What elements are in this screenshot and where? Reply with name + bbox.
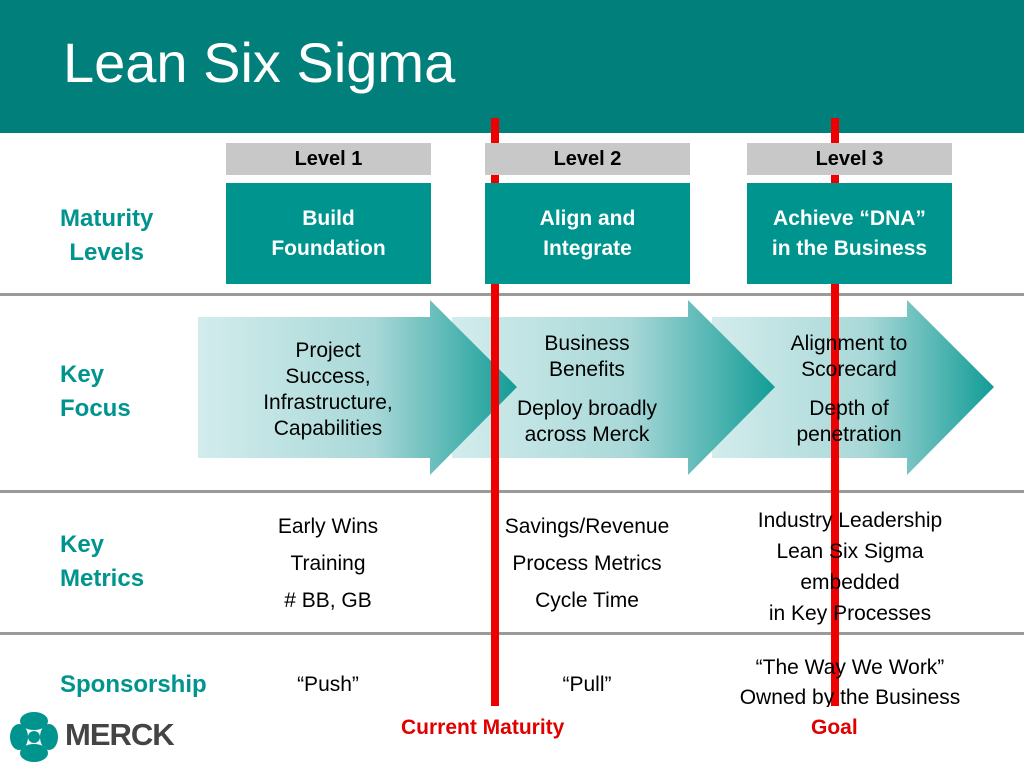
level-1-tab: Level 1 xyxy=(226,143,431,175)
row-label-focus: Key Focus xyxy=(60,361,131,422)
metrics-col-3: Industry Leadership Lean Six Sigma embed… xyxy=(757,509,943,625)
level-1-name: Build Foundation xyxy=(271,206,386,260)
current-maturity-line xyxy=(491,118,499,706)
level-3-box: Achieve “DNA” in the Business xyxy=(747,183,952,284)
row-label-maturity: Maturity Levels xyxy=(60,205,154,266)
level-2-name: Align and Integrate xyxy=(539,206,636,260)
metric-item: Process Metrics xyxy=(512,552,662,575)
metric-item: Cycle Time xyxy=(535,589,639,612)
level-2-box: Align and Integrate xyxy=(485,183,690,284)
metric-item: Savings/Revenue xyxy=(504,515,670,538)
focus-arrow-3 xyxy=(712,300,994,475)
level-3-tab: Level 3 xyxy=(747,143,952,175)
level-1-box: Build Foundation xyxy=(226,183,431,284)
focus-2-detail: Deploy broadly across Merck xyxy=(516,397,658,446)
focus-2-heading: Business Benefits xyxy=(544,332,630,381)
focus-3-detail: Depth of penetration xyxy=(796,397,902,446)
focus-1-text: Project Success, Infrastructure, Capabil… xyxy=(263,339,393,440)
metrics-col-1: Early Wins Training # BB, GB xyxy=(228,508,428,619)
focus-arrow-2 xyxy=(452,300,775,475)
goal-line xyxy=(831,118,839,706)
metric-item: # BB, GB xyxy=(284,589,372,612)
current-maturity-label: Current Maturity xyxy=(401,716,565,739)
row-label-metrics: Key Metrics xyxy=(60,531,145,592)
sponsorship-1: “Push” xyxy=(297,673,359,696)
metric-item: Training xyxy=(290,552,366,575)
level-2-tab: Level 2 xyxy=(485,143,690,175)
merck-logo-icon xyxy=(10,712,58,762)
focus-arrows xyxy=(198,300,994,475)
row-divider xyxy=(0,632,1024,635)
sponsorship-2: “Pull” xyxy=(562,673,612,696)
row-divider xyxy=(0,490,1024,493)
row-divider xyxy=(0,293,1024,296)
focus-3-heading: Alignment to Scorecard xyxy=(790,332,908,381)
metric-item: Early Wins xyxy=(277,515,379,538)
focus-arrow-1 xyxy=(198,300,517,475)
page-title: Lean Six Sigma xyxy=(63,31,456,94)
metrics-col-2: Savings/Revenue Process Metrics Cycle Ti… xyxy=(484,508,690,619)
merck-logo-text: MERCK xyxy=(65,717,175,752)
level-3-name: Achieve “DNA” in the Business xyxy=(771,206,928,260)
row-label-sponsorship: Sponsorship xyxy=(60,671,207,698)
sponsorship-3: “The Way We Work” Owned by the Business xyxy=(739,656,961,707)
goal-label: Goal xyxy=(811,716,858,739)
title-bar xyxy=(0,0,1024,133)
